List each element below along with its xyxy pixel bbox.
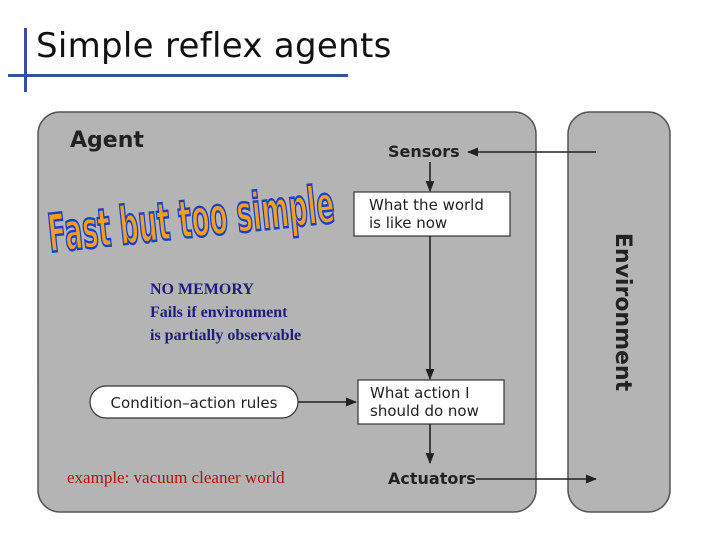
action-line2: should do now [370, 402, 479, 420]
title-accent-horizontal [8, 74, 348, 77]
environment-label: Environment [610, 233, 635, 392]
note-line: NO MEMORY [150, 281, 254, 298]
actuators-label: Actuators [388, 469, 476, 488]
rules-pill: Condition–action rules [89, 385, 299, 419]
rules-label: Condition–action rules [111, 394, 278, 412]
notes-block: NO MEMORY Fails if environment is partia… [150, 278, 301, 347]
slide-title: Simple reflex agents [36, 26, 392, 66]
note-line: is partially observable [150, 327, 302, 344]
sensors-label: Sensors [388, 142, 460, 161]
environment-panel [567, 111, 671, 513]
action-box: What action I should do now [357, 379, 505, 425]
world-state-box: What the world is like now [353, 191, 511, 237]
action-line1: What action I [370, 384, 470, 402]
world-state-line1: What the world [369, 196, 484, 214]
example-text: example: vacuum cleaner world [67, 468, 285, 487]
world-state-line2: is like now [369, 214, 447, 232]
note-line: Fails if environment [150, 304, 288, 321]
agent-label: Agent [70, 128, 144, 153]
title-accent-vertical [24, 28, 27, 92]
